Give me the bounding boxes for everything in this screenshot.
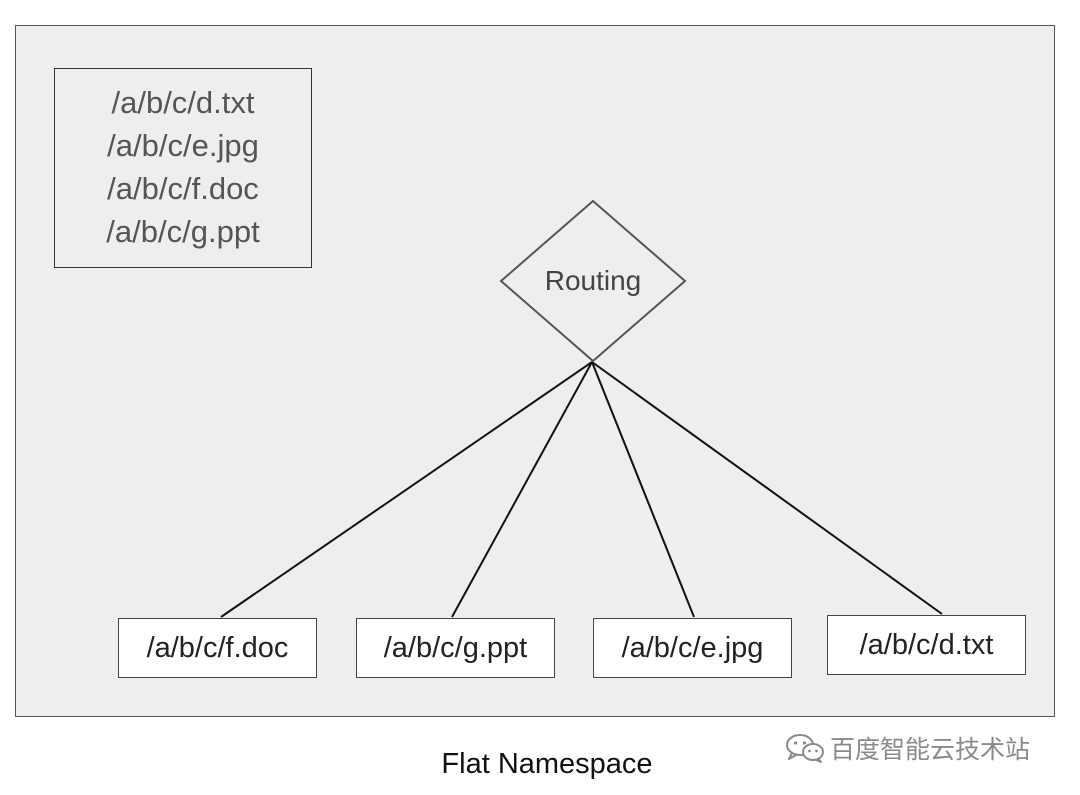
- diagram-caption: Flat Namespace: [441, 748, 653, 780]
- leaf-node-e-jpg: /a/b/c/e.jpg: [593, 618, 792, 678]
- source-watermark: 百度智能云技术站: [784, 730, 1030, 766]
- routing-label: Routing: [544, 265, 642, 296]
- leaf-node-f-doc: /a/b/c/f.doc: [118, 618, 317, 678]
- routing-diamond: [499, 200, 687, 362]
- path-list-item: /a/b/c/d.txt: [111, 85, 255, 120]
- connector-to-g-ppt: [451, 361, 593, 618]
- leaf-node-g-ppt: /a/b/c/g.ppt: [356, 618, 555, 678]
- watermark-text: 百度智能云技术站: [830, 735, 1031, 764]
- path-list-item: /a/b/c/e.jpg: [107, 128, 259, 163]
- path-list-item: /a/b/c/f.doc: [107, 171, 259, 206]
- connector-to-f-doc: [220, 361, 593, 618]
- leaf-node-d-txt: /a/b/c/d.txt: [827, 615, 1026, 675]
- flat-path-list: /a/b/c/d.txt /a/b/c/e.jpg /a/b/c/f.doc /…: [54, 68, 312, 268]
- wechat-icon: [784, 732, 826, 764]
- path-list-item: /a/b/c/g.ppt: [106, 214, 260, 249]
- connector-to-d-txt: [591, 361, 943, 615]
- connector-to-e-jpg: [591, 361, 695, 618]
